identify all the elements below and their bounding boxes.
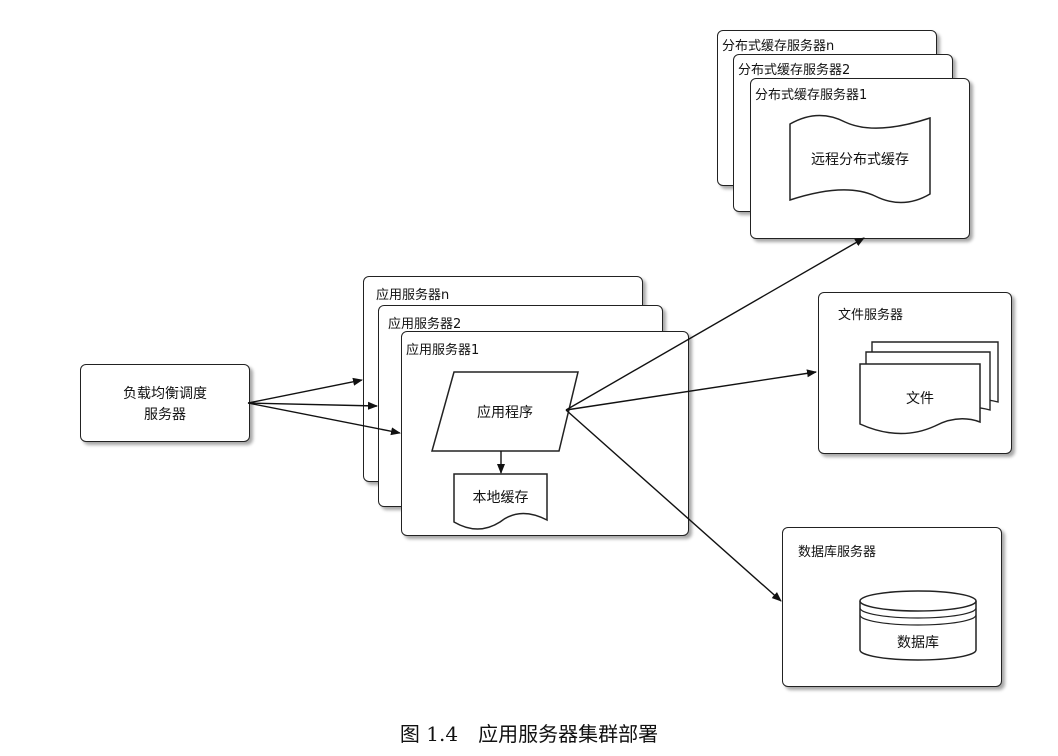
figure-caption: 图 1.4 应用服务器集群部署 xyxy=(399,722,659,746)
arrow-lb-to-app-1 xyxy=(247,402,401,436)
cache-server-1-title: 分布式缓存服务器1 xyxy=(755,88,868,103)
remote-cache-document-shape xyxy=(789,114,931,204)
app-server-2-title: 应用服务器2 xyxy=(388,317,462,332)
file-label: 文件 xyxy=(906,391,934,407)
arrow-lb-to-app-n xyxy=(247,377,363,404)
file-server-title: 文件服务器 xyxy=(838,308,904,323)
cache-server-2-title: 分布式缓存服务器2 xyxy=(738,63,851,78)
cache-server-n-title: 分布式缓存服务器n xyxy=(722,39,835,54)
database-top-ring-2 xyxy=(859,614,977,626)
database-top-ring xyxy=(859,607,977,619)
database-cylinder-shape xyxy=(859,601,977,661)
app-server-1-title: 应用服务器1 xyxy=(406,343,480,358)
local-cache-label: 本地缓存 xyxy=(472,490,529,506)
remote-cache-label: 远程分布式缓存 xyxy=(811,152,909,168)
database-label: 数据库 xyxy=(897,635,939,651)
arrow-program-to-db-server xyxy=(565,409,782,602)
arrow-program-to-file-server xyxy=(565,369,817,411)
arrow-lb-to-app-2 xyxy=(247,401,378,410)
file-document-shape xyxy=(859,363,981,435)
local-cache-document-shape xyxy=(453,473,548,530)
load-balancer-box xyxy=(80,364,250,442)
app-server-n-title: 应用服务器n xyxy=(376,288,450,303)
arrow-program-to-cache-server xyxy=(565,237,865,411)
load-balancer-label-line1: 负载均衡调度 xyxy=(123,386,207,402)
database-top-outer xyxy=(859,590,977,612)
db-server-title: 数据库服务器 xyxy=(798,545,877,560)
load-balancer-label-line2: 服务器 xyxy=(144,407,186,423)
app-program-label: 应用程序 xyxy=(477,405,533,421)
app-program-shape xyxy=(431,371,579,452)
